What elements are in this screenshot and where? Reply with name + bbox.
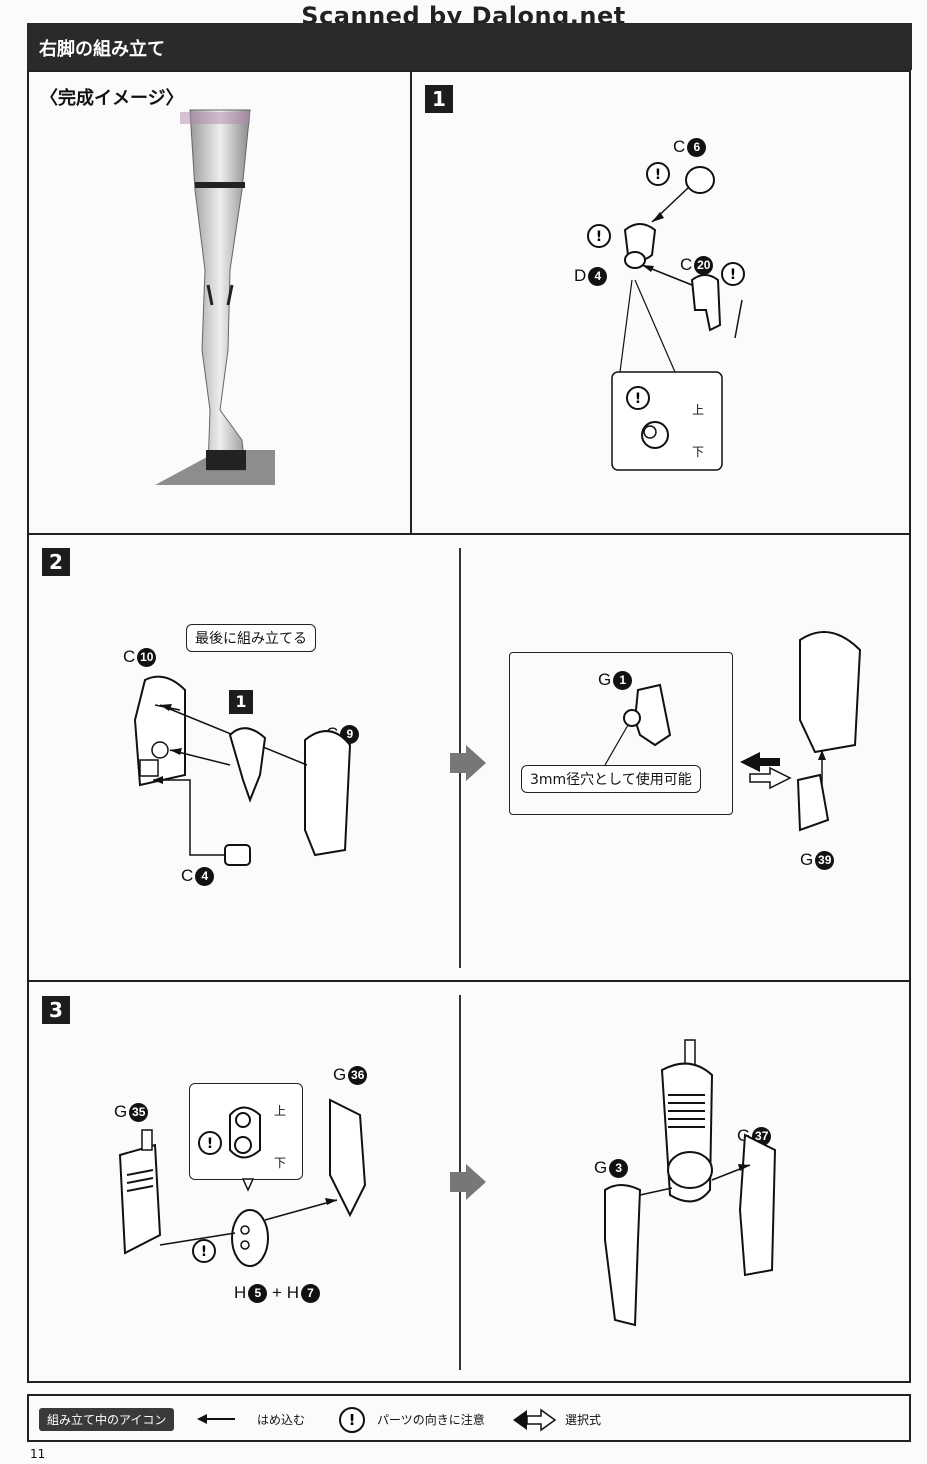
- svg-text:!: !: [201, 1244, 207, 1260]
- svg-text:!: !: [635, 391, 641, 407]
- next-arrow-icon: [450, 1164, 486, 1200]
- caution-icon: !: [587, 224, 611, 248]
- legend-title: 組み立て中のアイコン: [39, 1408, 175, 1431]
- step-2-badge: 2: [42, 548, 70, 576]
- svg-text:!: !: [655, 167, 661, 183]
- step-3-left-diagram: [118, 1098, 367, 1255]
- caution-icon: !: [646, 162, 670, 186]
- step-1-diagram: [611, 166, 743, 471]
- svg-text:!: !: [349, 1411, 356, 1429]
- callout-3mm-hole: 3mm径穴として使用可能: [521, 765, 701, 793]
- step-2-right-diagram: [604, 631, 862, 832]
- svg-text:!: !: [730, 267, 736, 283]
- caution-icon: !: [626, 386, 650, 410]
- divider: [27, 980, 911, 982]
- caution-icon: !: [721, 262, 745, 286]
- page-number: 11: [30, 1447, 46, 1461]
- orientation-up: 上: [274, 1104, 287, 1118]
- completed-leg-figure: [155, 109, 275, 485]
- section-header: 右脚の組み立て: [27, 23, 912, 70]
- completion-label: 〈完成イメージ〉: [40, 88, 184, 108]
- double-arrow-icon: [513, 1408, 557, 1432]
- legend-label-choice: 選択式: [565, 1413, 602, 1427]
- orientation-up: 上: [692, 403, 705, 417]
- icon-legend: 組み立て中のアイコン はめ込む ! パーツの向きに注意 選択式: [27, 1394, 911, 1442]
- caution-icon: !: [192, 1239, 216, 1263]
- divider: [27, 533, 911, 535]
- caution-icon: !: [339, 1407, 365, 1433]
- sub-step-badge: 1: [229, 690, 253, 714]
- legend-label-orientation: パーツの向きに注意: [377, 1413, 485, 1427]
- step-3-orientation-diagram: [229, 1106, 269, 1267]
- svg-text:!: !: [207, 1136, 213, 1152]
- next-arrow-icon: [450, 745, 486, 781]
- divider: [410, 70, 412, 535]
- section-title: 右脚の組み立て: [39, 39, 165, 60]
- arrow-left-icon: [197, 1414, 235, 1424]
- step-3-right-diagram: [604, 1039, 777, 1327]
- step-3-badge: 3: [42, 996, 70, 1024]
- legend-label-snap: はめ込む: [257, 1413, 306, 1427]
- step-2-left-diagram: [133, 675, 352, 866]
- orientation-down: 下: [692, 445, 705, 459]
- caution-icon: !: [198, 1131, 222, 1155]
- detail-box: [509, 652, 733, 815]
- step-1-badge: 1: [425, 85, 453, 113]
- callout-assemble-last: 最後に組み立てる: [186, 624, 316, 652]
- instruction-frame: [27, 70, 911, 1383]
- svg-text:!: !: [596, 229, 602, 245]
- orientation-down: 下: [274, 1156, 287, 1170]
